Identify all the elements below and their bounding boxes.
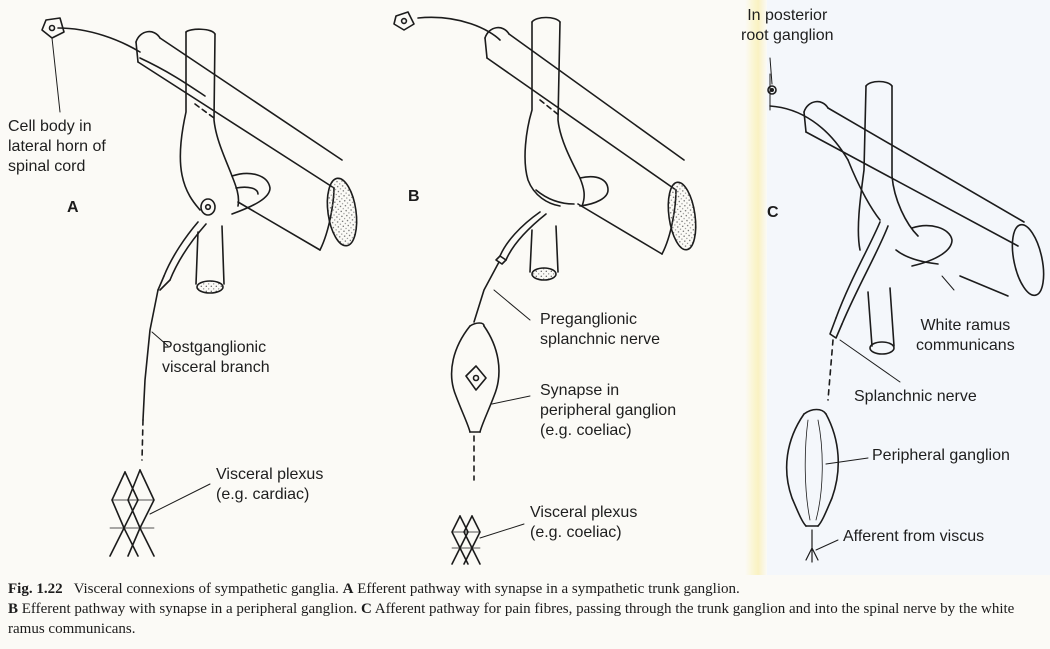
figure-caption: Fig. 1.22 Visceral connexions of sympath… xyxy=(8,579,1038,639)
peripheral-ganglion-label: Peripheral ganglion xyxy=(872,447,1010,464)
panel-a-letter: A xyxy=(67,199,79,216)
panel-a-drawing xyxy=(41,17,358,557)
caption-c-text: Afferent pathway for pain fibres, passin… xyxy=(8,601,1015,637)
caption-c-letter: C xyxy=(360,601,372,617)
visceral-plexus-b-label: Visceral plexus (e.g. coeliac) xyxy=(530,504,638,541)
caption-a-text: Efferent pathway with synapse in a sympa… xyxy=(357,581,740,597)
panel-c-letter: C xyxy=(767,204,779,221)
white-ramus-label: White ramus communicans xyxy=(916,317,1015,354)
caption-a-letter: A xyxy=(342,581,354,597)
synapse-label: Synapse in peripheral ganglion (e.g. coe… xyxy=(540,382,677,439)
cell-body-label: Cell body in lateral horn of spinal cord xyxy=(8,118,106,175)
page-tint xyxy=(767,0,1050,575)
page-fold-shadow xyxy=(745,0,767,575)
preganglionic-label: Preganglionic splanchnic nerve xyxy=(540,311,661,348)
root-ganglion-label: In posterior root ganglion xyxy=(741,7,834,44)
panel-b-letter: B xyxy=(408,188,420,205)
caption-b-text: Efferent pathway with synapse in a perip… xyxy=(21,601,358,617)
caption-fig-number: Fig. 1.22 xyxy=(8,581,63,597)
caption-title: Visceral connexions of sympathetic gangl… xyxy=(73,581,339,597)
panel-c-drawing xyxy=(767,57,1045,563)
afferent-label: Afferent from viscus xyxy=(843,528,985,545)
caption-b-letter: B xyxy=(8,601,19,617)
postganglionic-label: Postganglionic visceral branch xyxy=(162,339,270,376)
splanchnic-nerve-label: Splanchnic nerve xyxy=(854,388,977,405)
panel-b-drawing xyxy=(393,11,697,565)
visceral-plexus-a-label: Visceral plexus (e.g. cardiac) xyxy=(216,466,324,503)
